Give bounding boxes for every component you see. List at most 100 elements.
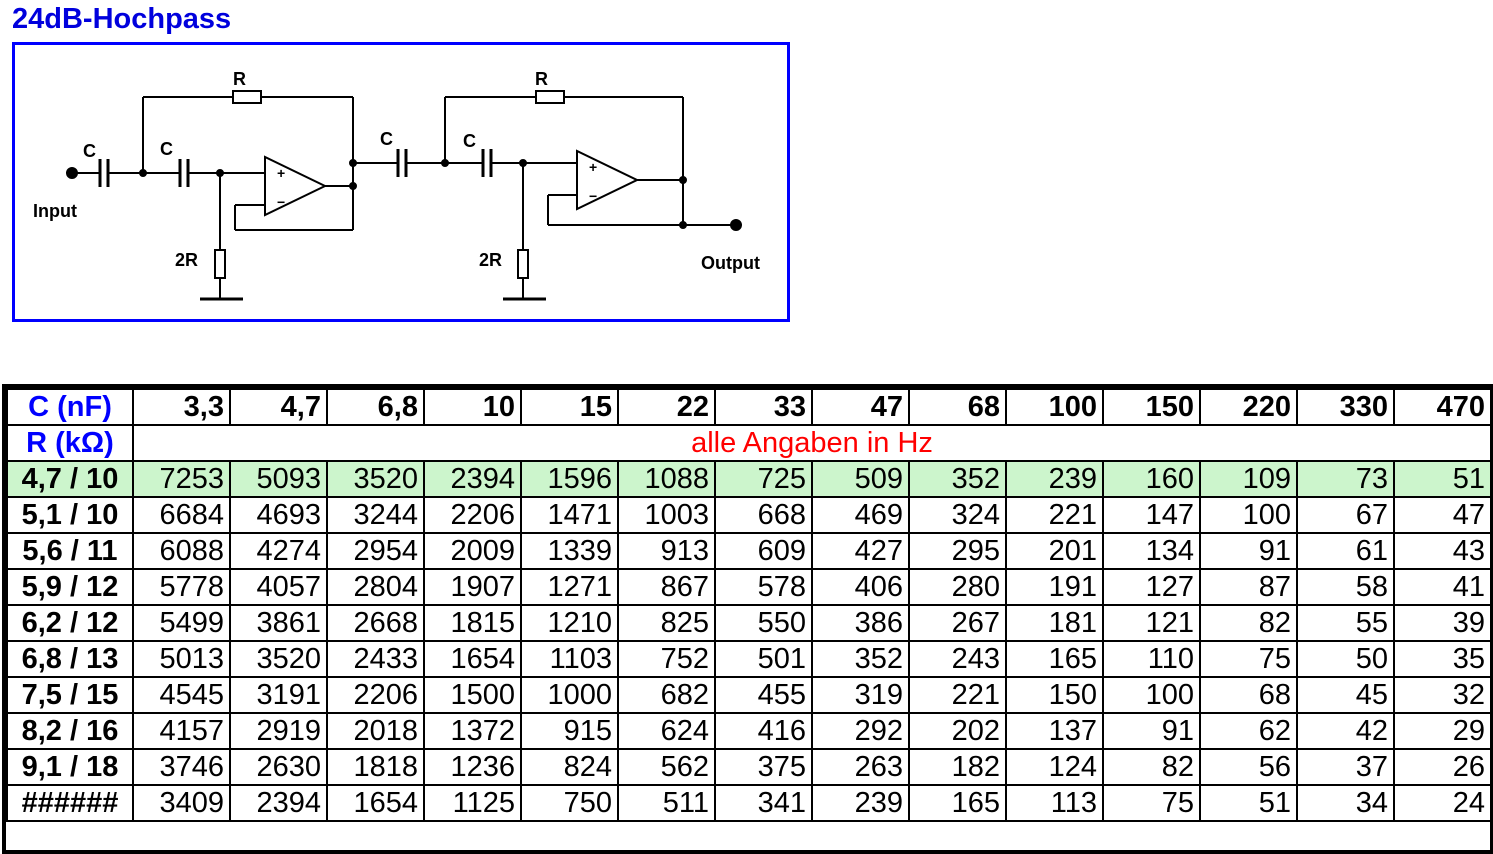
svg-text:+: +: [589, 159, 597, 175]
frequency-cell: 137: [1005, 712, 1104, 750]
svg-text:+: +: [277, 165, 285, 181]
label-2r1: 2R: [175, 250, 198, 270]
frequency-cell: 165: [1005, 640, 1104, 678]
frequency-cell: 2018: [326, 712, 425, 750]
frequency-cell: 3861: [229, 604, 328, 642]
frequency-cell: 127: [1102, 568, 1201, 606]
frequency-cell: 68: [1199, 676, 1298, 714]
label-c3: C: [380, 129, 393, 149]
frequency-cell: 191: [1005, 568, 1104, 606]
circuit-diagram: + − + − R R C C C C 2R 2R Input Output: [12, 42, 790, 322]
capacitance-header-cell: 68: [908, 388, 1007, 426]
frequency-cell: 100: [1199, 496, 1298, 534]
frequency-cell: 550: [714, 604, 813, 642]
label-c4: C: [463, 131, 476, 151]
frequency-cell: 295: [908, 532, 1007, 570]
label-c1: C: [83, 141, 96, 161]
frequency-cell: 624: [617, 712, 716, 750]
resistor-2r1: [214, 249, 226, 279]
frequency-cell: 3520: [326, 460, 425, 498]
capacitance-header-cell: 100: [1005, 388, 1104, 426]
frequency-cell: 243: [908, 640, 1007, 678]
frequency-cell: 4057: [229, 568, 328, 606]
frequency-cell: 752: [617, 640, 716, 678]
frequency-cell: 5093: [229, 460, 328, 498]
frequency-cell: 4693: [229, 496, 328, 534]
frequency-cell: 1818: [326, 748, 425, 786]
frequency-cell: 62: [1199, 712, 1298, 750]
unit-note: alle Angaben in Hz: [132, 424, 1492, 462]
frequency-cell: 2009: [423, 532, 522, 570]
frequency-cell: 56: [1199, 748, 1298, 786]
frequency-cell: 324: [908, 496, 1007, 534]
resistance-label-cell: 6,2 / 12: [6, 604, 134, 642]
frequency-cell: 2394: [229, 784, 328, 822]
frequency-cell: 2206: [423, 496, 522, 534]
frequency-cell: 4157: [132, 712, 231, 750]
label-input: Input: [33, 201, 77, 221]
frequency-cell: 7253: [132, 460, 231, 498]
frequency-cell: 34: [1296, 784, 1395, 822]
frequency-cell: 1471: [520, 496, 619, 534]
frequency-cell: 509: [811, 460, 910, 498]
frequency-cell: 67: [1296, 496, 1395, 534]
frequency-cell: 4274: [229, 532, 328, 570]
frequency-cell: 319: [811, 676, 910, 714]
frequency-cell: 375: [714, 748, 813, 786]
frequency-cell: 2394: [423, 460, 522, 498]
capacitance-header-cell: 3,3: [132, 388, 231, 426]
frequency-cell: 455: [714, 676, 813, 714]
frequency-cell: 352: [908, 460, 1007, 498]
resistance-label-cell: 9,1 / 18: [6, 748, 134, 786]
frequency-cell: 4545: [132, 676, 231, 714]
frequency-cell: 3409: [132, 784, 231, 822]
label-r2: R: [535, 69, 548, 89]
frequency-cell: 202: [908, 712, 1007, 750]
frequency-cell: 824: [520, 748, 619, 786]
frequency-cell: 6088: [132, 532, 231, 570]
capacitance-header-cell: 330: [1296, 388, 1395, 426]
frequency-cell: 61: [1296, 532, 1395, 570]
frequency-cell: 58: [1296, 568, 1395, 606]
frequency-cell: 50: [1296, 640, 1395, 678]
frequency-cell: 29: [1393, 712, 1492, 750]
frequency-cell: 750: [520, 784, 619, 822]
resistor-2r2: [517, 249, 529, 279]
frequency-cell: 427: [811, 532, 910, 570]
frequency-cell: 5013: [132, 640, 231, 678]
frequency-cell: 24: [1393, 784, 1492, 822]
label-r1: R: [233, 69, 246, 89]
frequency-cell: 1500: [423, 676, 522, 714]
frequency-cell: 341: [714, 784, 813, 822]
opamp-1: [264, 155, 328, 217]
resistor-r1: [232, 90, 262, 104]
frequency-cell: 913: [617, 532, 716, 570]
frequency-cell: 386: [811, 604, 910, 642]
resistance-label-cell: 5,1 / 10: [6, 496, 134, 534]
frequency-cell: 682: [617, 676, 716, 714]
frequency-cell: 51: [1199, 784, 1298, 822]
frequency-cell: 1236: [423, 748, 522, 786]
frequency-cell: 1088: [617, 460, 716, 498]
frequency-cell: 201: [1005, 532, 1104, 570]
frequency-cell: 55: [1296, 604, 1395, 642]
frequency-cell: 181: [1005, 604, 1104, 642]
svg-text:−: −: [277, 194, 285, 210]
frequency-cell: 75: [1102, 784, 1201, 822]
frequency-cell: 32: [1393, 676, 1492, 714]
frequency-cell: 150: [1005, 676, 1104, 714]
frequency-cell: 124: [1005, 748, 1104, 786]
resistance-label-cell: ######: [6, 784, 134, 822]
frequency-cell: 41: [1393, 568, 1492, 606]
frequency-cell: 725: [714, 460, 813, 498]
frequency-cell: 42: [1296, 712, 1395, 750]
output-terminal: [730, 219, 742, 231]
resistance-label-cell: 6,8 / 13: [6, 640, 134, 678]
frequency-cell: 1103: [520, 640, 619, 678]
frequency-cell: 3244: [326, 496, 425, 534]
